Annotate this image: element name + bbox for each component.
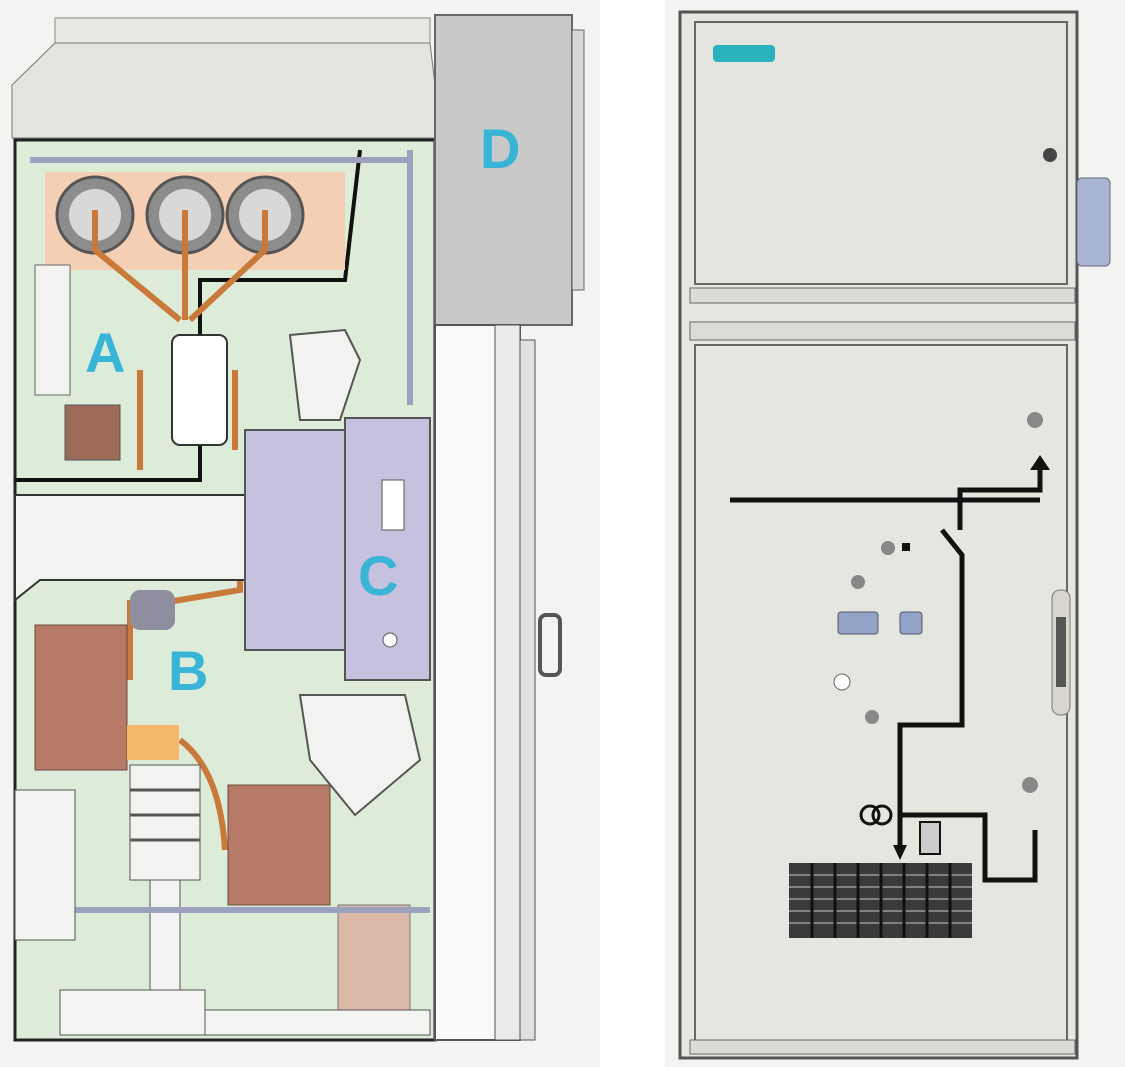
- circuit-breaker-poles: [244, 429, 346, 651]
- switch-position-indicator[interactable]: [1027, 412, 1043, 428]
- front-view: [665, 0, 1125, 1067]
- upper-door[interactable]: [694, 21, 1068, 285]
- insulator: [64, 404, 121, 461]
- voltage-transformer: [129, 764, 201, 881]
- low-voltage-compartment: [434, 14, 573, 326]
- lower-door[interactable]: [694, 344, 1068, 1046]
- section-view: A B C D: [0, 0, 600, 1067]
- busbars: [55, 175, 305, 255]
- pressure-relief-roof: [11, 42, 436, 139]
- operating-shaft[interactable]: [881, 541, 895, 555]
- ventilation-grille: [789, 863, 972, 938]
- label-b: B: [168, 639, 208, 702]
- current-transformer: [171, 334, 228, 446]
- door-lock[interactable]: [1043, 148, 1057, 162]
- current-transformer-b: [34, 624, 128, 771]
- cable-compartment-box: [337, 904, 411, 1018]
- door-handle-upper[interactable]: [1076, 177, 1111, 267]
- siemens-logo: [713, 45, 775, 62]
- indicator-window-small: [899, 611, 923, 635]
- mimic-diagram: [730, 470, 1043, 883]
- label-a: A: [85, 321, 125, 384]
- earthing-transformer: [227, 784, 331, 906]
- roof-top: [54, 17, 431, 44]
- label-c: C: [358, 544, 398, 607]
- low-voltage-device: [34, 264, 71, 396]
- indicator-window: [837, 611, 879, 635]
- label-d: D: [480, 117, 520, 180]
